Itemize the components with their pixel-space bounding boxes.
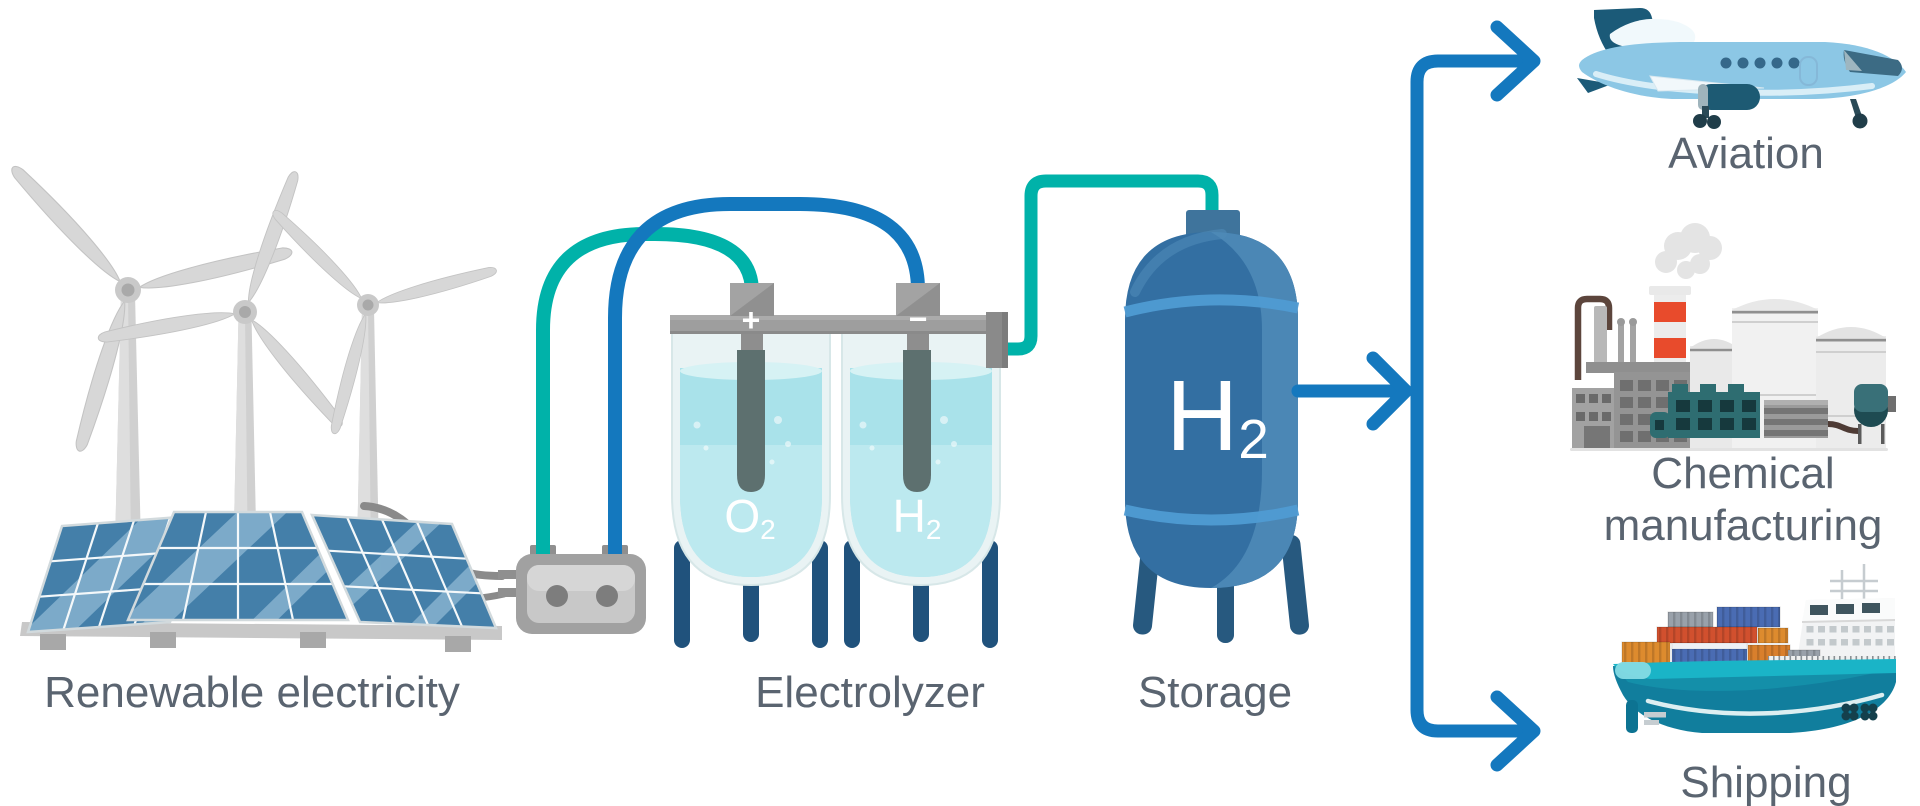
airplane-icon [1577,8,1906,129]
cathode-sign: − [909,301,928,337]
distribution-line [1410,54,1535,738]
electrolyzer-busbar: + − [670,283,1008,338]
electrolyzer-label: Electrolyzer [755,668,985,717]
jet-engine [1698,84,1760,110]
wind-turbine-icon [6,161,499,572]
storage-output-arrowhead [1366,351,1413,431]
chemical-label-line1: Chemical [1651,449,1834,498]
solar-panel-icon [20,510,502,652]
panel-rail [20,622,502,640]
hydrogen-pipe [997,174,1219,356]
bubbles [859,416,957,465]
h2-label: H2 [893,490,942,545]
smoke [1655,223,1722,279]
factory-icon [1570,223,1896,451]
cathode-cable-blue [608,197,925,567]
bulbous-bow [1626,700,1638,733]
hydrogen-vessel: H2 [841,316,1001,587]
deck-windows [1802,626,1894,636]
cabin-windows [1720,57,1800,69]
o2-label: O2 [724,490,775,545]
hopper [1854,384,1888,444]
teal-building [1650,384,1760,438]
tank-h2-label: H2 [1166,360,1269,472]
storage-label: Storage [1138,668,1292,717]
anode-sign: + [742,302,761,338]
shipping-use: Shipping [1613,564,1896,806]
oxygen-vessel: O2 [671,316,831,587]
factory-pipe [1574,295,1613,380]
power-converter-icon [498,197,925,634]
anode-electrode [737,350,765,492]
cargo-ship-icon [1613,564,1896,733]
renewable-label: Renewable electricity [44,668,460,717]
aviation-use: Aviation [1577,8,1906,178]
aviation-arrowhead [1490,20,1541,102]
bridge-windows [1810,603,1880,615]
shipping-arrowhead [1490,690,1541,772]
ship-mast [1830,564,1878,600]
aviation-label: Aviation [1668,129,1824,178]
shipping-label: Shipping [1680,758,1851,806]
propellers [1841,703,1878,721]
hydrogen-tank-icon: H2 [1123,210,1309,643]
flow-arrows [1291,20,1541,772]
cathode-electrode [903,350,931,492]
chemical-use: Chemical manufacturing [1570,223,1896,550]
electrolyzer-stage: O2 H2 + − Electrolyz [670,283,1008,717]
cabin-door [1799,56,1818,86]
renewable-electricity-stage: Renewable electricity [6,161,508,717]
chemical-label-line2: manufacturing [1604,501,1883,550]
storage-stage: H2 Storage [986,174,1309,717]
panel-feet [40,632,471,652]
bubbles [693,416,791,465]
electrolyzer-legs [674,540,998,648]
